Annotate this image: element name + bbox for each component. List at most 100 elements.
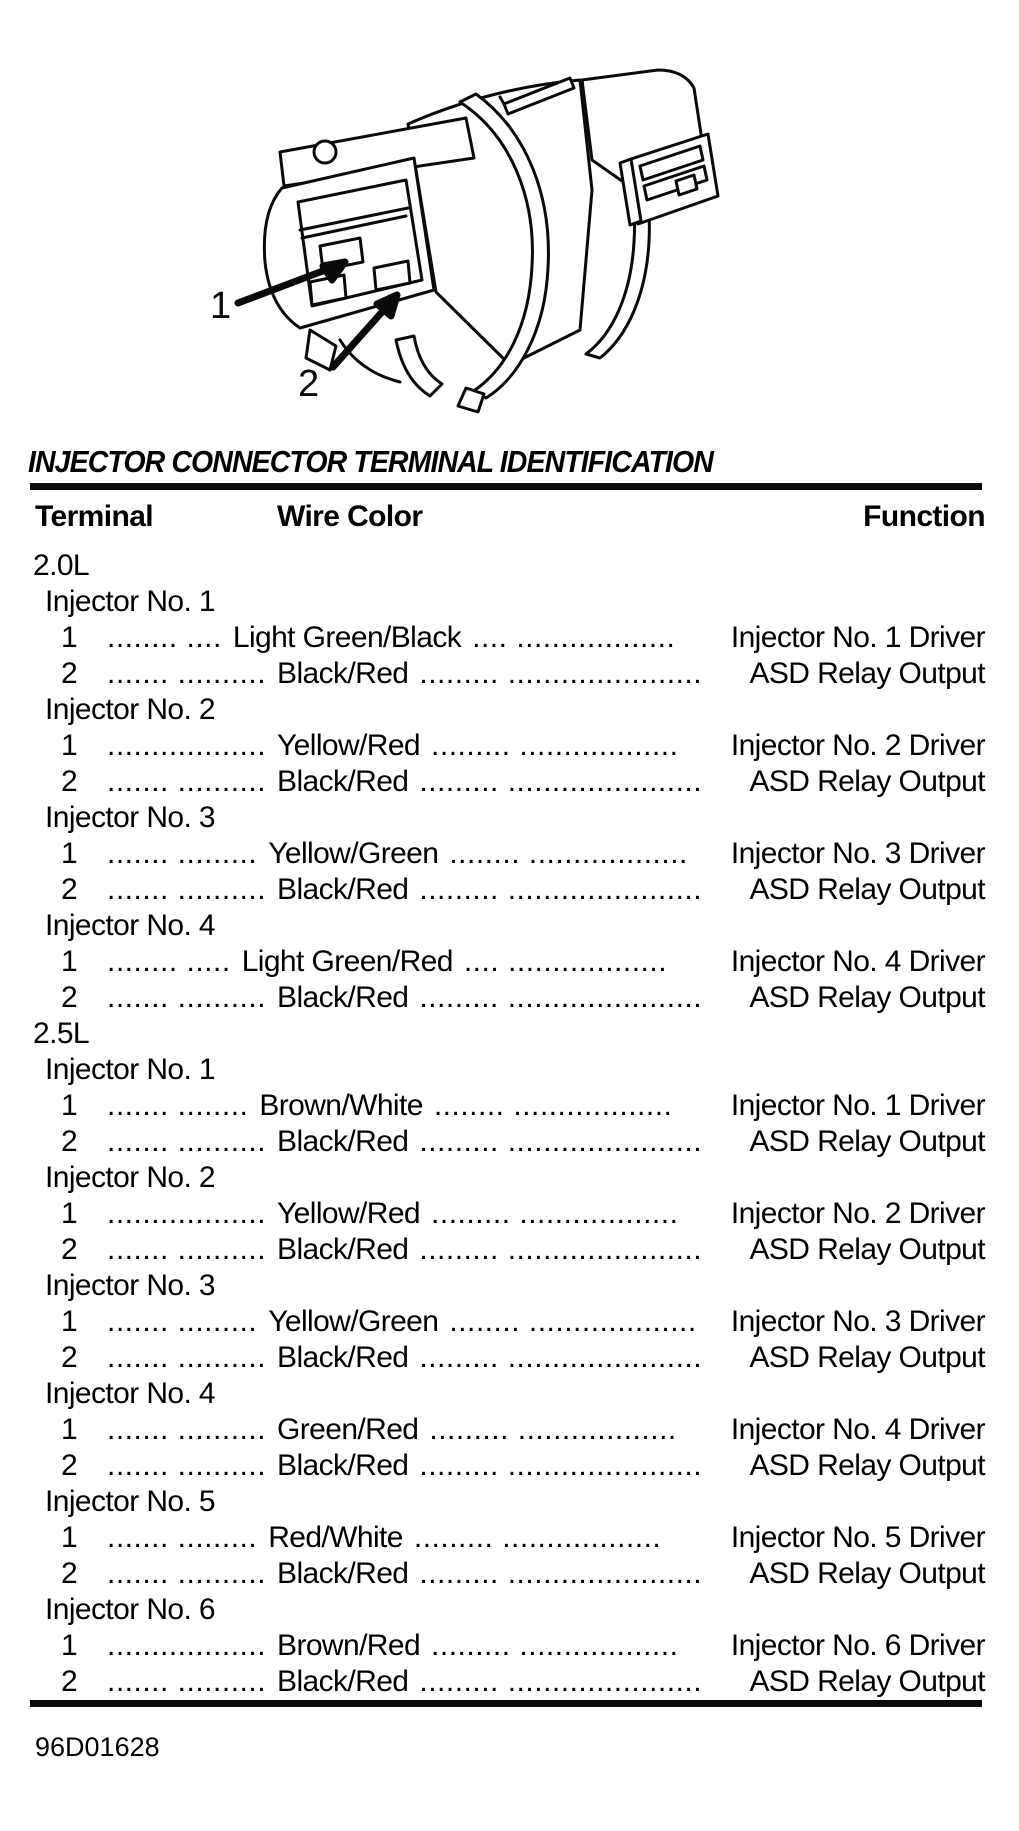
injector-label: Injector No. 4 [45, 909, 216, 942]
figure-code: 96D01628 [35, 1732, 160, 1762]
end-cap-slot-square [674, 173, 699, 197]
dot-leader: ....... .......... [107, 1449, 267, 1482]
wire-color: Yellow/Green [268, 837, 439, 870]
rear-top-tab [502, 76, 576, 116]
dot-leader: ....... .......... [107, 1413, 267, 1446]
title-rule [30, 483, 982, 490]
dot-leader: ....... .......... [107, 873, 267, 906]
dot-leader: ....... .......... [107, 1233, 267, 1266]
terminal-number: 1 [61, 1197, 78, 1230]
terminal-function: ASD Relay Output [749, 1449, 985, 1482]
front-foot [304, 328, 338, 372]
terminal-function: ASD Relay Output [749, 873, 985, 906]
injector-label: Injector No. 3 [45, 1269, 216, 1302]
dot-leader: ......... .................. [429, 1413, 677, 1446]
wire-color: Yellow/Red [277, 729, 421, 762]
wire-color: Black/Red [277, 1125, 409, 1158]
dot-leader: ........ .................. [449, 837, 688, 870]
column-header-wire-color: Wire Color [277, 500, 423, 533]
wire-color: Black/Red [277, 1449, 409, 1482]
wire-color: Light Green/Red [241, 945, 454, 978]
injector-label: Injector No. 2 [45, 693, 216, 726]
connector-diagram: 1 2 [210, 68, 720, 414]
wire-color: Brown/White [259, 1089, 423, 1122]
wire-color: Black/Red [277, 1233, 409, 1266]
terminal-row: 1....... .........Red/White......... ...… [33, 1520, 986, 1556]
injector-label: Injector No. 6 [45, 1593, 216, 1626]
terminal-function: ASD Relay Output [749, 1125, 985, 1158]
wire-color: Yellow/Green [268, 1305, 439, 1338]
dot-leader: ......... ...................... [419, 981, 703, 1014]
injector-label: Injector No. 2 [45, 1161, 216, 1194]
dot-leader: ....... ......... [107, 837, 258, 870]
terminal-number: 1 [61, 621, 78, 654]
injector-label: Injector No. 4 [45, 1377, 216, 1410]
terminal-row: 2....... ..........Black/Red......... ..… [33, 1448, 986, 1484]
opening-shelf [298, 206, 410, 240]
terminal-function: ASD Relay Output [749, 1557, 985, 1590]
terminal-number: 2 [61, 1233, 78, 1266]
terminal-number: 1 [61, 1305, 78, 1338]
wire-color: Red/White [268, 1521, 403, 1554]
column-header-function: Function [863, 500, 985, 533]
dot-leader: ......... ...................... [419, 1125, 703, 1158]
dot-leader: ....... .......... [107, 1665, 267, 1698]
terminal-function: Injector No. 1 Driver [730, 621, 986, 654]
terminal-number: 2 [61, 657, 78, 690]
terminal-number: 2 [61, 1449, 78, 1482]
dot-leader: ......... ...................... [419, 765, 703, 798]
terminal-row: 1........ ....Light Green/Black.... ....… [33, 620, 986, 656]
dot-leader: ......... ...................... [419, 657, 703, 690]
column-headers: Terminal Wire Color Function [35, 500, 986, 536]
terminal-row: 1..................Yellow/Red......... .… [33, 1196, 986, 1232]
dot-leader: ......... .................. [431, 1197, 679, 1230]
engine-label: 2.0L [33, 549, 90, 582]
wire-color: Brown/Red [277, 1629, 421, 1662]
dot-leader: ........ .... [107, 621, 222, 654]
terminal-2-arrowhead [373, 291, 401, 320]
terminal-function: ASD Relay Output [749, 657, 985, 690]
terminal-number: 2 [61, 1665, 78, 1698]
injector-label: Injector No. 1 [45, 1053, 216, 1086]
dot-leader: ......... ...................... [419, 1341, 703, 1374]
dot-leader: ......... .................. [413, 1521, 662, 1554]
dot-leader: .................. [107, 1629, 267, 1662]
terminal-function: ASD Relay Output [749, 981, 985, 1014]
wire-color: Green/Red [277, 1413, 419, 1446]
terminal-number: 1 [61, 1413, 78, 1446]
terminal-function: ASD Relay Output [749, 1233, 985, 1266]
terminal-function: ASD Relay Output [749, 765, 985, 798]
end-cap-slot-upper [638, 144, 705, 182]
terminal-number: 1 [61, 945, 78, 978]
terminal-1-label: 1 [210, 285, 231, 327]
terminal-number: 1 [61, 1089, 78, 1122]
terminal-function: Injector No. 6 Driver [730, 1629, 986, 1662]
terminal-function: ASD Relay Output [749, 1665, 985, 1698]
terminal-number: 2 [61, 981, 78, 1014]
terminal-row: 2....... ..........Black/Red......... ..… [33, 1340, 986, 1376]
section-title: INJECTOR CONNECTOR TERMINAL IDENTIFICATI… [28, 444, 714, 479]
rear-top-tab-tick [498, 95, 506, 106]
front-foot-curve [338, 338, 402, 384]
dot-leader: ......... ...................... [419, 1665, 703, 1698]
terminal-number: 2 [61, 873, 78, 906]
dot-leader: ....... .......... [107, 1341, 267, 1374]
dot-leader: ........ ..... [107, 945, 231, 978]
terminal-function: Injector No. 2 Driver [730, 729, 986, 762]
terminal-row: 2....... ..........Black/Red......... ..… [33, 656, 986, 692]
terminal-row: 1..................Brown/Red......... ..… [33, 1628, 986, 1664]
terminal-function: Injector No. 2 Driver [730, 1197, 986, 1230]
wire-color: Black/Red [277, 1341, 409, 1374]
terminal-row: 2....... ..........Black/Red......... ..… [33, 1124, 986, 1160]
front-saddle-band [458, 92, 550, 400]
dot-leader: ......... .................. [431, 729, 679, 762]
terminal-1-arrow [234, 262, 340, 307]
terminal-row: 2....... ..........Black/Red......... ..… [33, 1232, 986, 1268]
dot-leader: ....... .......... [107, 1125, 267, 1158]
dot-leader: ....... .......... [107, 981, 267, 1014]
dot-leader: ....... .......... [107, 1557, 267, 1590]
terminal-function: Injector No. 5 Driver [730, 1521, 986, 1554]
injector-connector-figure: 1 2 [160, 40, 720, 420]
terminal-2-slot [372, 259, 412, 292]
